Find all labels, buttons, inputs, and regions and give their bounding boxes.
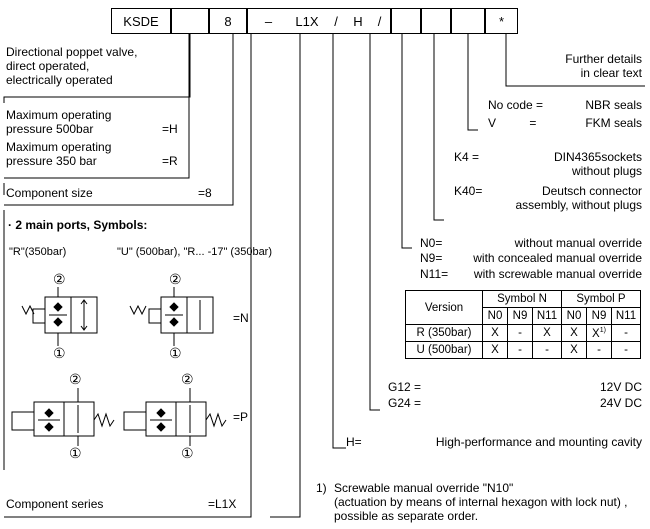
table-row: U (500bar) X - - X - - bbox=[405, 341, 641, 359]
symbol-n-right bbox=[129, 287, 214, 346]
sub-header: N9 bbox=[586, 307, 612, 325]
code-box-star: * bbox=[485, 8, 518, 34]
table-cell: - bbox=[611, 341, 641, 359]
sub-header: N0 bbox=[482, 307, 508, 325]
port-1-n-left: ① bbox=[53, 345, 66, 361]
row-version: R (350bar) bbox=[405, 324, 483, 342]
symbol-p-code: =P bbox=[233, 410, 249, 424]
voltage-desc-g24: 24V DC bbox=[599, 396, 642, 410]
main-ports-heading: · 2 main ports, Symbols: bbox=[8, 218, 148, 232]
code-box-slash1: / bbox=[325, 8, 347, 34]
connector-desc-k40: Deutsch connector assembly, without plug… bbox=[515, 184, 642, 212]
table-cell: - bbox=[532, 341, 562, 359]
table-cell: X bbox=[482, 341, 508, 359]
table-cell: X bbox=[561, 341, 587, 359]
override-desc-n11: with screwable manual override bbox=[473, 267, 642, 281]
override-desc-n0: without manual override bbox=[514, 236, 642, 250]
connector-code-k4: K4 = bbox=[454, 150, 480, 164]
seal-desc-nbr: NBR seals bbox=[585, 98, 642, 112]
port-2-n-right: ② bbox=[169, 271, 182, 287]
footnote-number: 1) bbox=[316, 481, 327, 495]
symbol-n-left bbox=[21, 287, 98, 346]
code-box-slash2: / bbox=[369, 8, 391, 34]
connector-desc-k4: DIN4365sockets without plugs bbox=[553, 150, 642, 178]
table-row: R (350bar) X - X X X1) - bbox=[405, 324, 641, 342]
override-desc-n9: with concealed manual override bbox=[473, 251, 642, 265]
symbol-u-label: "U" (500bar), "R... -17" (350bar) bbox=[117, 246, 273, 258]
table-cell: - bbox=[611, 324, 641, 342]
version-header: Version bbox=[405, 290, 483, 325]
pressure-350-code: =R bbox=[162, 154, 178, 168]
component-size-label: Component size bbox=[6, 186, 93, 200]
port-2-p-right: ② bbox=[181, 371, 194, 387]
code-dash: – bbox=[264, 13, 273, 29]
sub-header: N0 bbox=[561, 307, 587, 325]
further-details: Further details in clear text bbox=[565, 52, 642, 80]
symbol-n-header: Symbol N bbox=[482, 290, 562, 308]
symbol-p-left bbox=[11, 388, 115, 446]
code-size: 8 bbox=[224, 13, 232, 29]
row-version: U (500bar) bbox=[405, 341, 483, 359]
table-cell: X bbox=[482, 324, 508, 342]
code-box-ksde: KSDE bbox=[111, 8, 171, 34]
code-l1x: L1X bbox=[295, 13, 319, 29]
symbol-p-header: Symbol P bbox=[561, 290, 641, 308]
port-2-n-left: ② bbox=[53, 271, 66, 287]
cavity-code: H= bbox=[346, 435, 362, 449]
table-cell: X bbox=[561, 324, 587, 342]
override-code-n0: N0= bbox=[420, 236, 443, 250]
symbol-n-code: =N bbox=[233, 311, 249, 325]
sub-header: N11 bbox=[532, 307, 562, 325]
code-box-7 bbox=[391, 8, 421, 34]
code-box-h: H bbox=[347, 8, 369, 34]
symbol-p-right bbox=[123, 388, 227, 446]
voltage-code-g24: G24 = bbox=[388, 396, 422, 410]
valve-description: Directional poppet valve, direct operate… bbox=[6, 45, 138, 87]
cavity-desc: High-performance and mounting cavity bbox=[435, 435, 642, 449]
footnote-mark: 1) bbox=[599, 326, 606, 334]
code-box-4: – bbox=[247, 8, 289, 34]
code-box-series: L1X bbox=[289, 8, 325, 34]
component-series-code: =L1X bbox=[208, 497, 237, 511]
override-code-n9: N9= bbox=[420, 251, 443, 265]
seal-code-fkm: V = bbox=[488, 116, 537, 130]
table-cell: X bbox=[532, 324, 562, 342]
table-cell: - bbox=[507, 341, 533, 359]
sub-header: N9 bbox=[507, 307, 533, 325]
symbol-r-label: "R"(350bar) bbox=[9, 246, 67, 258]
component-series-label: Component series bbox=[6, 497, 104, 511]
footnote-text: Screwable manual override "N10" (actuati… bbox=[334, 481, 628, 523]
table-cell: - bbox=[507, 324, 533, 342]
code-slash-1: / bbox=[334, 13, 338, 29]
table-cell: - bbox=[586, 341, 612, 359]
code-slash-2: / bbox=[377, 13, 382, 29]
override-code-n11: N11= bbox=[420, 267, 449, 281]
port-2-p-left: ② bbox=[69, 371, 82, 387]
sub-header: N11 bbox=[611, 307, 641, 325]
code-box-9 bbox=[451, 8, 485, 34]
code-star: * bbox=[498, 13, 505, 29]
code-h: H bbox=[353, 13, 363, 29]
port-1-p-left: ① bbox=[69, 445, 82, 461]
component-size-code: =8 bbox=[198, 186, 212, 200]
table-cell-value: X bbox=[592, 327, 600, 340]
port-1-p-right: ① bbox=[181, 445, 194, 461]
code-box-size: 8 bbox=[209, 8, 247, 34]
port-1-n-right: ① bbox=[169, 345, 182, 361]
table-cell-with-note: X1) bbox=[586, 324, 612, 342]
pressure-500-label: Maximum operating pressure 500bar bbox=[6, 108, 112, 136]
voltage-desc-g12: 12V DC bbox=[599, 380, 642, 394]
seal-code-nbr: No code = bbox=[488, 98, 544, 112]
pressure-500-code: =H bbox=[162, 122, 178, 136]
code-box-8 bbox=[421, 8, 451, 34]
seal-desc-fkm: FKM seals bbox=[585, 116, 642, 130]
code-ksde: KSDE bbox=[123, 13, 159, 29]
code-box-2 bbox=[171, 8, 209, 34]
version-table: Version Symbol N Symbol P N0 N9 N11 N0 N… bbox=[405, 290, 641, 359]
connector-code-k40: K40= bbox=[454, 184, 483, 198]
voltage-code-g12: G12 = bbox=[388, 380, 422, 394]
pressure-350-label: Maximum operating pressure 350 bar bbox=[6, 140, 112, 168]
